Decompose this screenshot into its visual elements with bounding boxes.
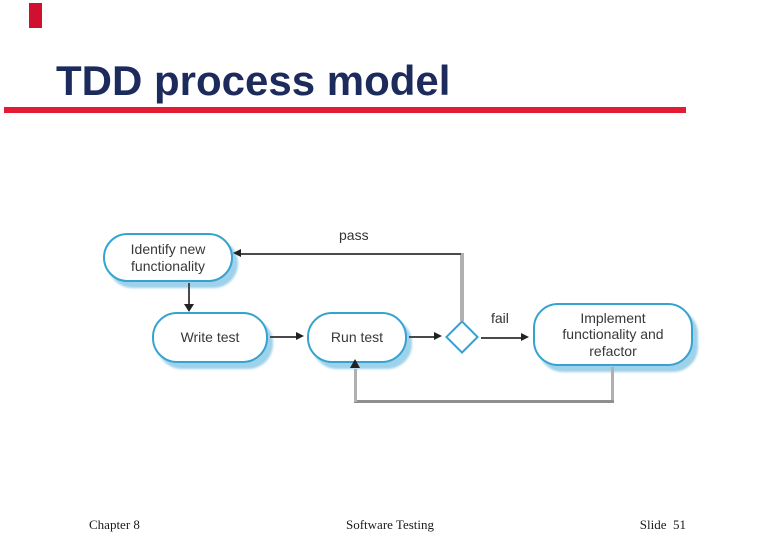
node-label-run-test: Run test xyxy=(330,329,384,346)
arrowhead-into-implement xyxy=(521,333,529,341)
arrowhead-up-into-run-test xyxy=(350,359,360,368)
arrowhead-into-identify xyxy=(233,249,241,257)
node-label-implement: Implement functionality and refactor xyxy=(562,309,664,359)
edge-label-pass: pass xyxy=(339,227,369,243)
pass-loop-horizontal-line xyxy=(237,253,461,255)
arrowhead-into-run-test xyxy=(296,332,304,340)
edge-run-to-decision-line xyxy=(409,336,435,338)
edge-fail-to-implement-line xyxy=(481,337,522,339)
node-label-write-test: Write test xyxy=(180,329,240,346)
title-underline-rule xyxy=(4,107,686,113)
edge-label-fail: fail xyxy=(491,310,509,326)
arrowhead-into-decision xyxy=(434,332,442,340)
arrowhead-down-into-write-test xyxy=(184,304,194,312)
feedback-loop-right-vertical-line xyxy=(611,367,614,403)
feedback-loop-left-vertical-line xyxy=(354,369,357,402)
node-implement-functionality: Implement functionality and refactor xyxy=(533,303,693,366)
corner-accent-mark xyxy=(29,3,42,28)
edge-write-to-run-line xyxy=(270,336,297,338)
edge-identify-to-write-line xyxy=(188,283,190,306)
footer-chapter: Chapter 8 xyxy=(89,517,140,532)
footer-course-title: Software Testing xyxy=(345,517,435,532)
node-write-test: Write test xyxy=(152,312,268,363)
pass-loop-vertical-line xyxy=(460,253,464,321)
decision-diamond xyxy=(445,320,479,354)
node-label-identify: Identify new functionality xyxy=(130,241,206,274)
footer-slide-number: Slide 51 xyxy=(639,517,686,532)
node-identify-new-functionality: Identify new functionality xyxy=(103,233,233,282)
slide-title: TDD process model xyxy=(56,57,451,104)
feedback-loop-bottom-line xyxy=(354,400,614,403)
node-run-test: Run test xyxy=(307,312,407,363)
